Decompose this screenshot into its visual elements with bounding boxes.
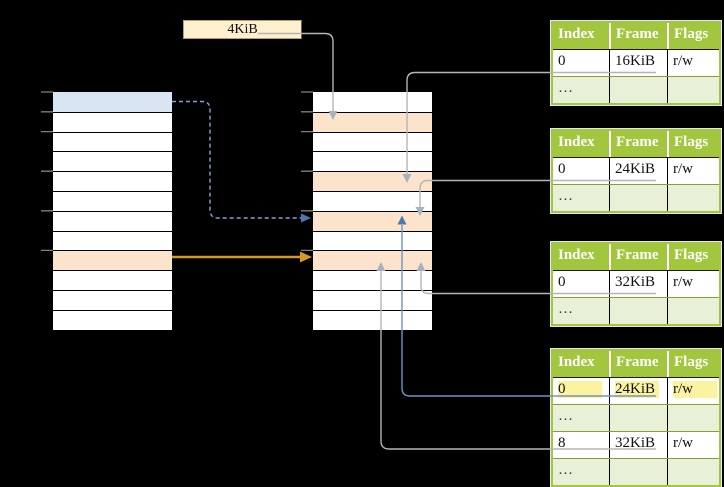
table-cell xyxy=(667,459,719,485)
memory-row-white xyxy=(53,289,172,310)
table-cell: … xyxy=(558,80,573,96)
header-cell: Flags xyxy=(667,23,719,49)
memory-row-white xyxy=(313,131,432,152)
memory-row-white xyxy=(53,131,172,152)
table-row: … xyxy=(553,458,719,485)
memory-row-white xyxy=(313,190,432,211)
header-cell: Index xyxy=(558,247,595,263)
table-cell: … xyxy=(558,408,573,424)
table-cell: r/w xyxy=(667,378,719,404)
table-cell: … xyxy=(558,301,573,317)
memory-row-white xyxy=(313,92,432,112)
memory-row-white xyxy=(53,151,172,172)
table-cell xyxy=(609,298,667,324)
memory-row-white xyxy=(313,230,432,251)
header-cell: Frame xyxy=(609,131,667,157)
table-row: … xyxy=(553,404,719,431)
table-row: … xyxy=(553,297,719,324)
table-row: … xyxy=(553,184,719,211)
table-cell: 16KiB xyxy=(609,50,667,76)
table-cell xyxy=(609,77,667,103)
table-cell xyxy=(609,459,667,485)
memory-row-white xyxy=(53,210,172,231)
header-cell: Index xyxy=(558,134,595,150)
table-cell: r/w xyxy=(667,158,719,184)
memory-row-white xyxy=(313,270,432,290)
memory-row-blue xyxy=(53,92,172,112)
table-cell: … xyxy=(558,188,573,204)
table-cell: r/w xyxy=(667,50,719,76)
table-row: 0 24KiB r/w xyxy=(553,377,719,404)
header-cell: Frame xyxy=(609,351,667,377)
highlighted-value: 0 xyxy=(558,381,602,398)
table-cell: 32KiB xyxy=(609,432,667,458)
header-cell: Index xyxy=(558,26,595,42)
table-cell xyxy=(667,77,719,103)
table-cell xyxy=(609,185,667,211)
table-cell xyxy=(667,185,719,211)
memory-row-white xyxy=(53,309,172,330)
table-row: … xyxy=(553,76,719,103)
memory-row-white xyxy=(53,230,172,251)
memory-row-peach xyxy=(313,250,432,271)
header-cell: Flags xyxy=(667,244,719,270)
memory-row-white xyxy=(53,190,172,211)
table-cell: 0 xyxy=(558,53,566,69)
header-cell: Frame xyxy=(609,244,667,270)
table-cell: 32KiB xyxy=(609,271,667,297)
memory-row-white xyxy=(53,111,172,132)
header-cell: Index xyxy=(558,354,595,370)
table-cell: r/w xyxy=(667,432,719,458)
header-cell: Frame xyxy=(609,23,667,49)
memory-row-peach xyxy=(313,210,432,231)
memory-row-white xyxy=(53,171,172,191)
virtual-memory-column xyxy=(53,92,172,330)
header-cell: Flags xyxy=(667,351,719,377)
memory-row-white xyxy=(313,151,432,172)
physical-memory-column xyxy=(313,92,432,330)
table-cell xyxy=(609,405,667,431)
table-cell: 24KiB xyxy=(609,378,667,404)
table-cell: 0 xyxy=(553,378,609,404)
memory-row-white xyxy=(313,309,432,330)
memory-row-white xyxy=(53,270,172,290)
table-cell: 8 xyxy=(558,435,566,451)
table-cell xyxy=(667,405,719,431)
table-cell: … xyxy=(558,462,573,478)
header-cell: Flags xyxy=(667,131,719,157)
memory-row-peach xyxy=(313,111,432,132)
table-cell: 0 xyxy=(558,274,566,290)
arrow-virtual-page-translation-dashed xyxy=(172,100,311,223)
frame-size-label: 4KiB xyxy=(183,20,302,39)
table-cell: 24KiB xyxy=(609,158,667,184)
table-cell: 0 xyxy=(558,161,566,177)
table-cell xyxy=(667,298,719,324)
memory-row-peach xyxy=(53,250,172,271)
highlighted-value: r/w xyxy=(673,381,717,398)
memory-row-peach xyxy=(313,171,432,191)
memory-row-white xyxy=(313,289,432,310)
table-cell: r/w xyxy=(667,271,719,297)
highlighted-value: 24KiB xyxy=(615,381,659,398)
arrow-virtual-page-to-frame-orange xyxy=(172,251,312,263)
